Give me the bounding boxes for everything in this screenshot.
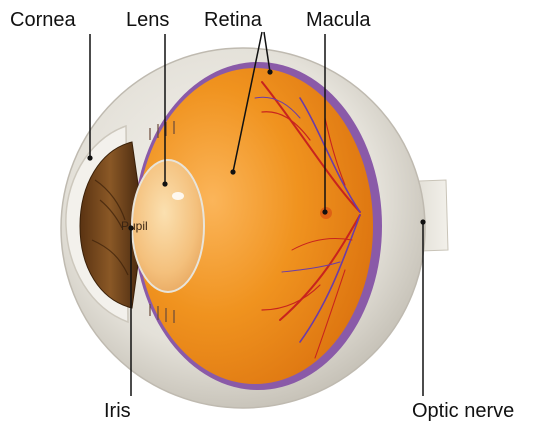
- retina-label: Retina: [204, 9, 263, 31]
- iris-label: Iris: [104, 400, 131, 422]
- cornea-label: Cornea: [10, 9, 76, 31]
- pupil-label: Pupil: [121, 219, 148, 233]
- optic-nerve-label: Optic nerve: [412, 400, 514, 422]
- macula-label: Macula: [306, 9, 371, 31]
- lens-highlight: [172, 192, 184, 200]
- lens-label: Lens: [126, 9, 169, 31]
